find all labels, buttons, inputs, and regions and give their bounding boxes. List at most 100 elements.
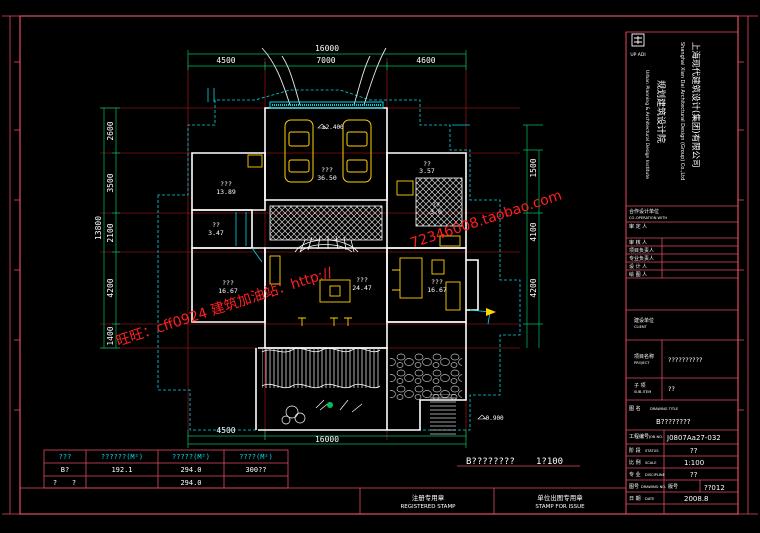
dimensions-bottom: [187, 430, 467, 448]
dimension-labels: 16000 4500 7000 4600 4500 16000 13800 26…: [94, 44, 538, 444]
stone-paving: [390, 352, 462, 400]
company-name-cn: 上海现代建筑设计(集团)有限公司: [690, 42, 701, 168]
sheet-value: ??012: [704, 484, 725, 492]
car-right-icon: [342, 119, 372, 183]
company-name-en: Shanghai Xian Dai Architectural Design (…: [679, 42, 685, 180]
subitem-label-en: SUB-ITEM: [634, 390, 651, 394]
dim-top-seg-2: 7000: [316, 56, 335, 65]
role-4: 专业负责人: [629, 255, 654, 262]
drawing-title: B????????: [466, 457, 515, 467]
room-left-top-area: 13.89: [216, 188, 236, 196]
watermark-contact: 旺旺：cff0924 建筑加油站：http://: [114, 265, 334, 350]
dim-right-seg-3: 4200: [529, 278, 538, 297]
room-left-mid-area: 3.47: [208, 229, 224, 237]
logo-text: UP ADI: [630, 52, 645, 58]
dim-top-seg-3: 4600: [416, 56, 435, 65]
dim-right-seg-1: 1500: [529, 158, 538, 177]
room-right-stair-name: ??: [432, 201, 440, 209]
table-header-3: ?????(M²): [172, 453, 210, 461]
client-label-en: CLIENT: [634, 325, 648, 329]
drawing-scale: 1?100: [536, 457, 563, 467]
institute-name-cn: 规划建筑设计院: [655, 80, 667, 143]
stair-hatch: [269, 205, 383, 241]
area-table-text: ??? ??????(M²) ?????(M²) ????(M²) B? 192…: [53, 453, 273, 487]
stamp-row: [20, 487, 626, 514]
garden-plants: [281, 399, 363, 425]
room-labels: ??? 36.50 ??? 13.89 ?? 3.57 ?? 3.47 ??? …: [208, 160, 447, 295]
project-label-en: PROJECT: [634, 361, 650, 365]
discipline-value: ??: [690, 471, 698, 479]
yellow-marker: [486, 308, 496, 316]
title-block-frame: [625, 31, 739, 515]
drawing-name-label-en: DRAWING TITLE: [650, 407, 679, 411]
discipline-label-en: DISCIPLINE: [645, 473, 666, 477]
dim-left-seg-3: 2100: [106, 223, 115, 242]
role-3: 项目负责人: [629, 247, 654, 254]
table-cell-r2c3: 294.0: [180, 479, 201, 487]
project-no-label: 工程编号: [629, 433, 649, 440]
dim-left-seg-2: 3500: [106, 173, 115, 192]
dim-left-seg-4: 4200: [106, 278, 115, 297]
entrance-drive: [261, 47, 387, 106]
room-left-bottom-name: ???: [222, 279, 234, 287]
stamp-registered-en: REGISTERED STAMP: [400, 504, 456, 510]
table-cell-r1c3: 294.0: [180, 466, 201, 474]
stamp-issue-cn: 单位出图专用章: [537, 493, 583, 502]
room-right-bottom-name: ???: [431, 278, 443, 286]
subitem-label: 子 项: [634, 382, 646, 389]
table-cell-r1c2: 192.1: [111, 466, 132, 474]
room-right-stair-area: 3.0: [430, 208, 442, 216]
furniture: [247, 154, 461, 326]
level-markers: ±2.400 -0.900: [322, 124, 504, 422]
date-label: 日 期: [629, 496, 641, 502]
room-right-small-area: 3.57: [419, 167, 435, 175]
stage-label: 阶 段: [629, 447, 641, 454]
cooperation-label-en: CO-OPERATION WITH: [629, 216, 667, 220]
company-logo: UP ADI: [630, 33, 646, 58]
dim-top-seg-1: 4500: [216, 56, 235, 65]
table-cell-r2c2: ?: [72, 479, 76, 487]
pool-edge: [261, 347, 381, 353]
dim-left-total: 13800: [94, 216, 103, 240]
margin-ticks: [14, 61, 744, 411]
stage-label-en: STATUS: [645, 449, 659, 453]
room-left-mid-name: ??: [212, 221, 220, 229]
dim-left-seg-5: 1400: [106, 326, 115, 345]
room-left-bottom-area: 16.67: [218, 287, 238, 295]
stamp-issue-en: STAMP FOR ISSUE: [535, 504, 585, 510]
deck-area: [262, 348, 380, 388]
table-header-2: ??????(M²): [101, 453, 143, 461]
project-label: 项目名称: [634, 353, 654, 360]
stamp-registered-cn: 注册专用章: [412, 493, 445, 502]
stage-value: ??: [690, 447, 698, 455]
role-5: 设 计 人: [629, 263, 647, 270]
table-cell-r1c4: 300??: [245, 466, 266, 474]
institute-name-en: Urban Planning & Architectural Design In…: [644, 70, 650, 179]
title-block-fields: 合作设计单位 CO-OPERATION WITH 审 定 人 审 核 人 项目负…: [629, 208, 725, 503]
scale-label-en: SCALE: [645, 461, 657, 465]
curved-staircase: [294, 235, 359, 253]
role-2: 审 核 人: [629, 239, 647, 246]
table-cell-r1c1: B?: [61, 466, 69, 474]
car-left-icon: [284, 119, 314, 183]
site-outline: [157, 89, 521, 431]
dim-left-seg-1: 2600: [106, 121, 115, 140]
room-garage-name: ???: [321, 166, 333, 174]
dim-top-total: 16000: [315, 44, 339, 53]
level-top: ±2.400: [322, 124, 344, 131]
project-no-label-en: JOB NO.: [648, 435, 663, 439]
level-bottom: -0.900: [482, 415, 504, 422]
sheet-label-en: DRAWING NO.: [641, 485, 666, 489]
room-right-small-name: ??: [423, 160, 431, 168]
table-header-1: ???: [59, 453, 72, 461]
role-6: 绘 图 人: [629, 271, 647, 278]
dimensions-top: [187, 50, 467, 70]
garage-door: [269, 101, 384, 109]
room-left-top-name: ???: [220, 180, 232, 188]
dimensions-left: [100, 107, 120, 349]
room-right-bottom-area: 16.67: [427, 286, 447, 294]
room-hall-name: ???: [356, 276, 368, 284]
table-cell-r2c1: ?: [53, 479, 57, 487]
role-1: 审 定 人: [629, 223, 647, 230]
